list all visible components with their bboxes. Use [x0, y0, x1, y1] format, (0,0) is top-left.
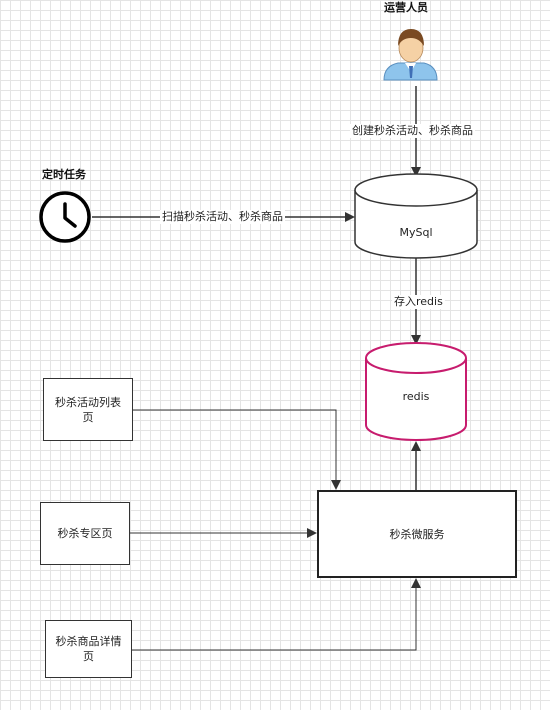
- activity-list-page-label: 秒杀活动列表页: [55, 395, 121, 424]
- mysql-cylinder: [354, 173, 478, 259]
- zone-page-box[interactable]: 秒杀专区页: [40, 502, 130, 565]
- operator-title: 运营人员: [384, 1, 428, 14]
- product-detail-page-label: 秒杀商品详情页: [55, 635, 122, 663]
- edge-label-scheduler-to-mysql: 扫描秒杀活动、秒杀商品: [160, 210, 285, 224]
- edge-label-operator-to-mysql: 创建秒杀活动、秒杀商品: [350, 124, 475, 138]
- redis-node[interactable]: redis: [366, 390, 466, 406]
- zone-page-label: 秒杀专区页: [57, 527, 113, 540]
- mysql-label: MySql: [399, 226, 433, 239]
- clock-icon: [39, 191, 91, 243]
- mysql-node[interactable]: MySql: [355, 226, 477, 242]
- redis-label: redis: [402, 390, 430, 403]
- activity-list-page-box[interactable]: 秒杀活动列表页: [43, 378, 133, 441]
- edge-label-mysql-to-redis: 存入redis: [392, 295, 445, 309]
- person-icon: [383, 29, 438, 81]
- edge-activity-list-to-service: [133, 409, 341, 490]
- product-detail-page-box[interactable]: 秒杀商品详情页: [45, 620, 132, 678]
- redis-cylinder: [365, 342, 467, 441]
- seckill-service-label: 秒杀微服务: [389, 527, 445, 541]
- seckill-service-box[interactable]: 秒杀微服务: [317, 490, 517, 578]
- edge-detail-to-service: [132, 578, 421, 651]
- scheduler-title: 定时任务: [42, 168, 86, 181]
